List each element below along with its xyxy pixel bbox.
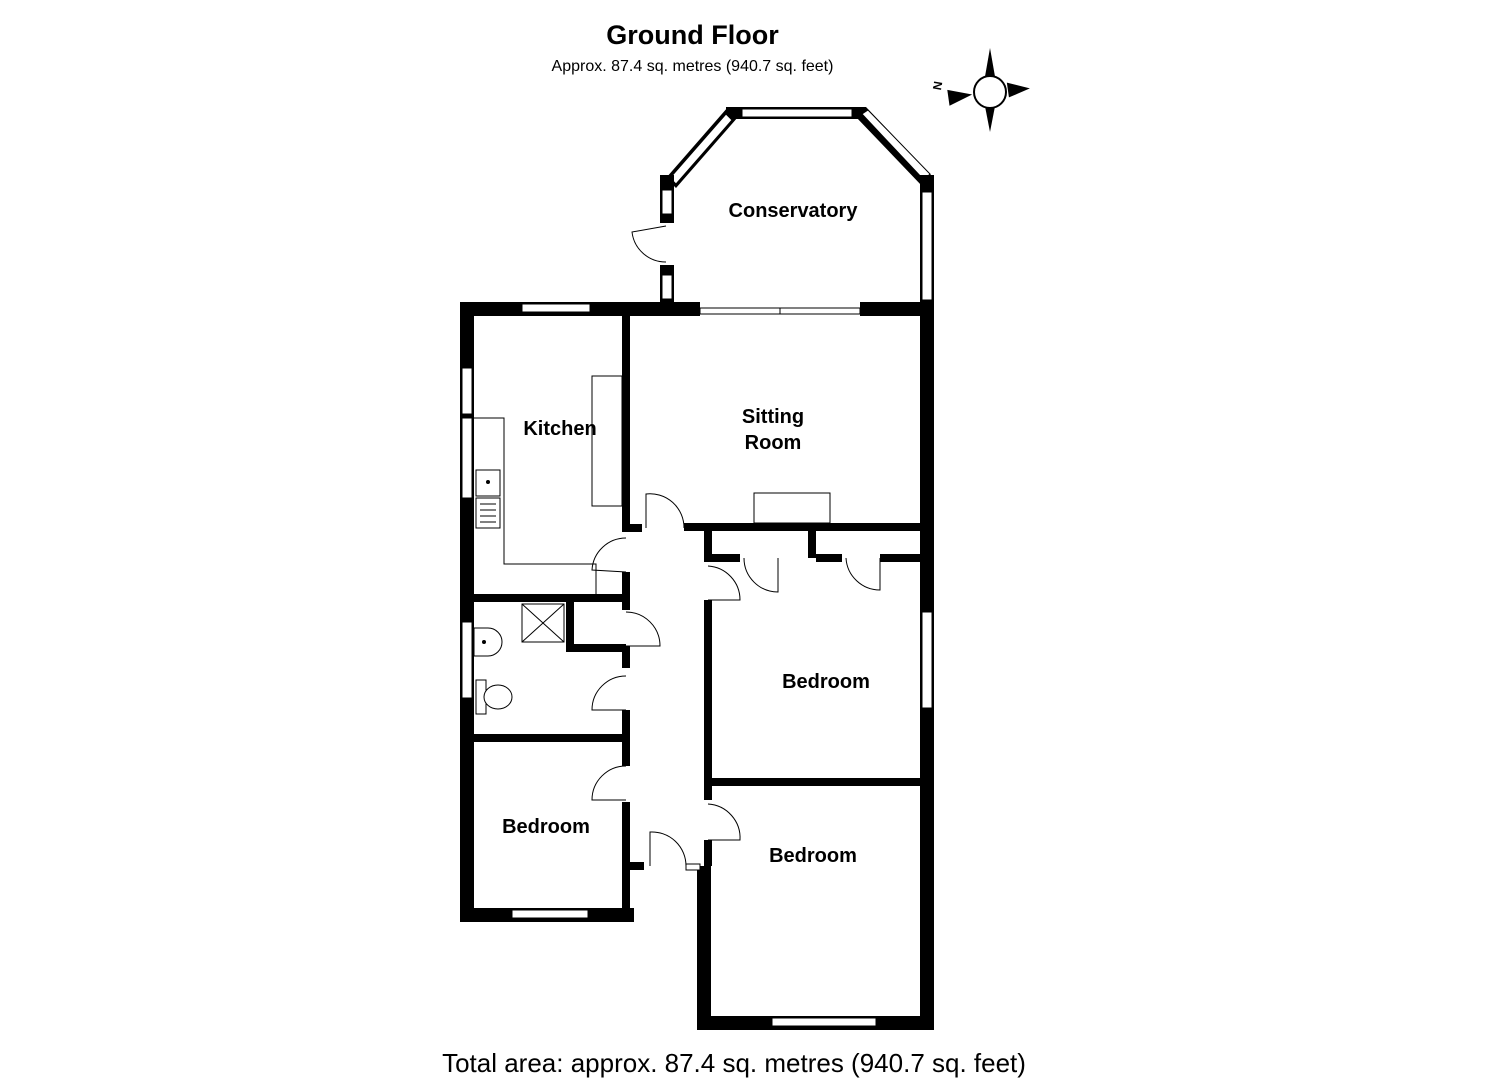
fireplace bbox=[753, 492, 831, 524]
room-label-bedroom-east: Bedroom bbox=[782, 671, 870, 693]
room-label-bedroom-south: Bedroom bbox=[769, 845, 857, 867]
conservatory-door bbox=[631, 225, 667, 263]
plan-title: Ground Floor bbox=[606, 20, 779, 50]
internal-doors bbox=[591, 493, 881, 871]
outer-walls bbox=[460, 302, 934, 1030]
room-label-sitting-room-line1: Sitting bbox=[742, 406, 804, 428]
compass-north-label: N bbox=[930, 80, 945, 91]
kitchen-fixtures bbox=[474, 375, 623, 594]
plan-subtitle: Approx. 87.4 sq. metres (940.7 sq. feet) bbox=[551, 58, 834, 75]
room-label-bedroom-west: Bedroom bbox=[502, 816, 590, 838]
internal-walls bbox=[470, 314, 924, 920]
total-area: Total area: approx. 87.4 sq. metres (940… bbox=[442, 1048, 1026, 1078]
compass-icon: N bbox=[930, 48, 1030, 132]
room-label-kitchen: Kitchen bbox=[523, 418, 596, 440]
bathroom-fixtures bbox=[473, 603, 565, 715]
conservatory-walls bbox=[660, 107, 934, 315]
room-label-conservatory: Conservatory bbox=[729, 200, 859, 222]
room-label-sitting-room-line2: Room bbox=[745, 432, 802, 454]
